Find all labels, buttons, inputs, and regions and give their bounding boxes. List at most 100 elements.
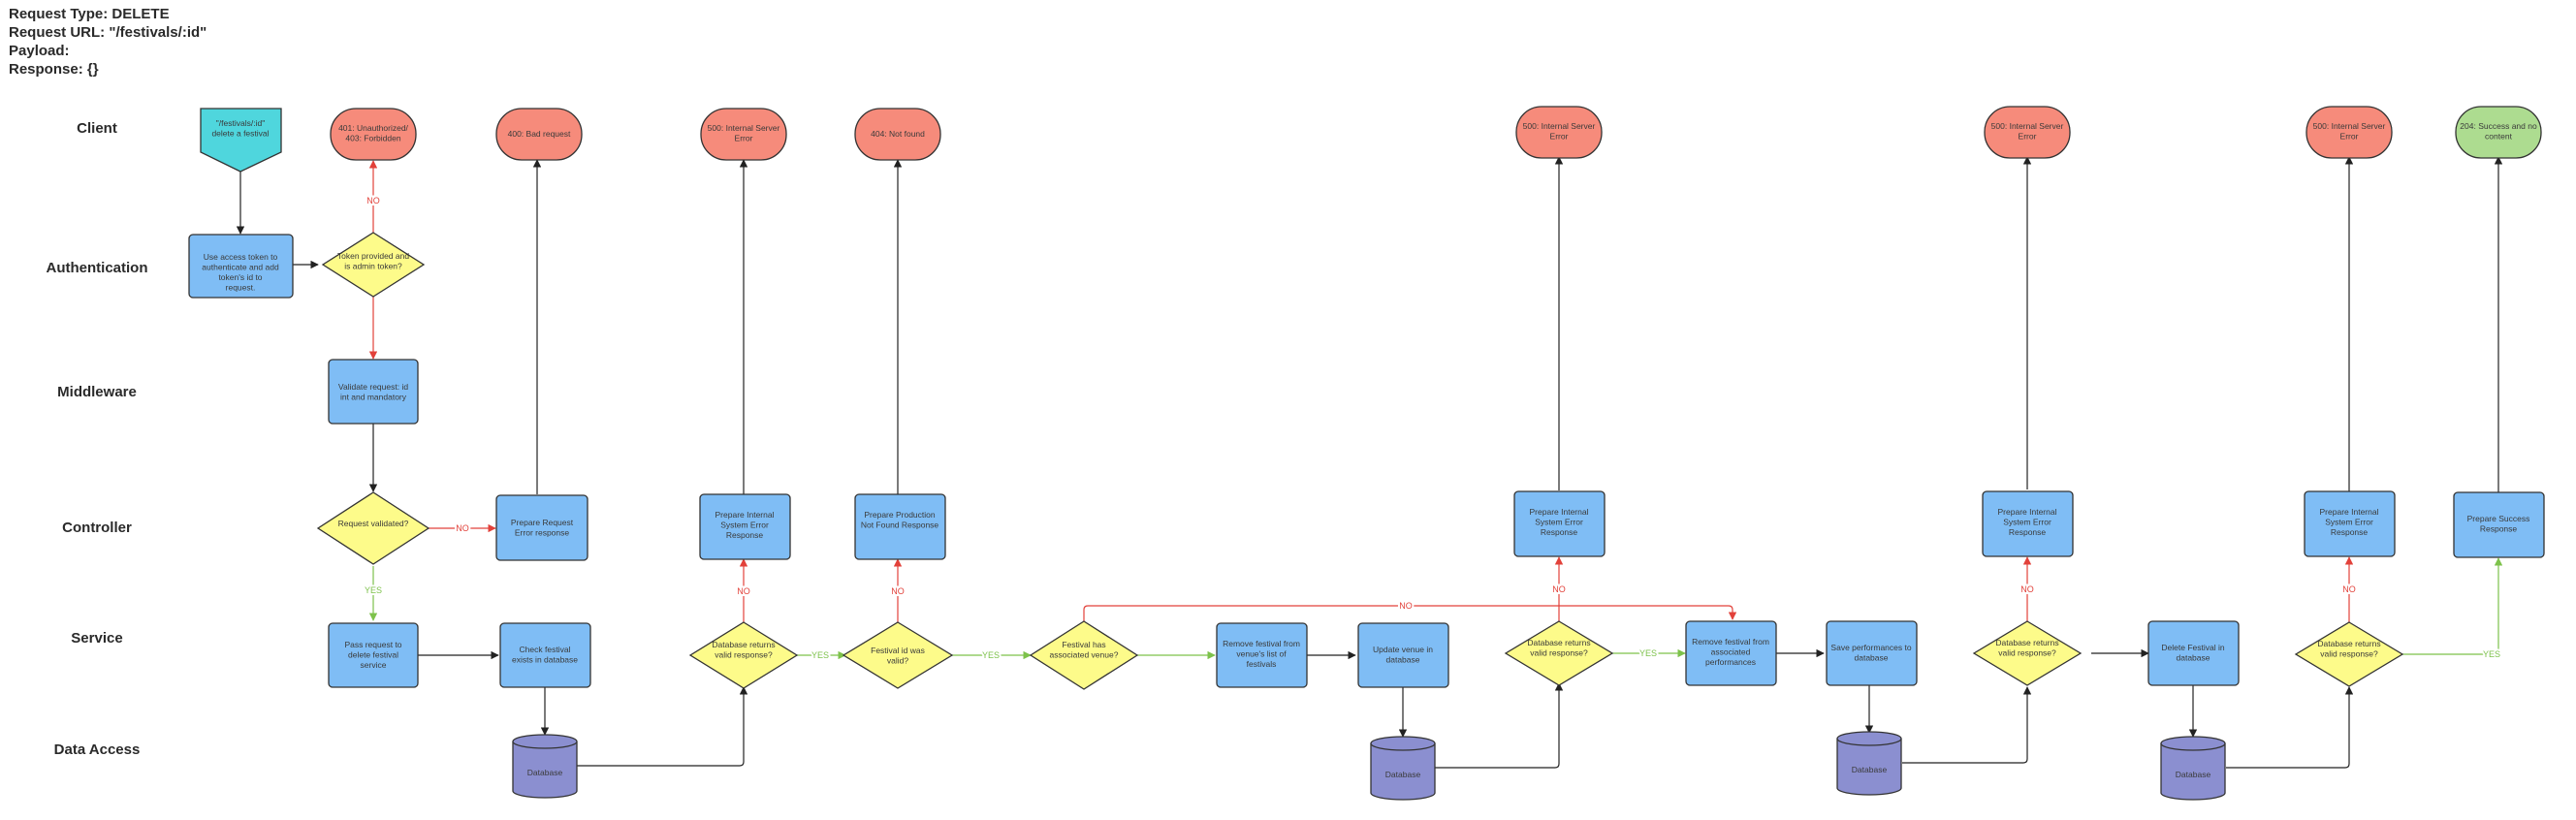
database-node-4: Database xyxy=(2160,736,2226,801)
error-401-node: 401: Unauthorized/403: Forbidden xyxy=(330,108,417,161)
lane-middleware: Middleware xyxy=(57,384,137,400)
edge-yes xyxy=(2402,557,2503,655)
response: Response: {} xyxy=(9,61,99,78)
error-404-text: 404: Not found xyxy=(871,129,925,139)
label-yes: YES xyxy=(2483,649,2500,659)
label-yes: YES xyxy=(365,585,382,595)
database-text-2: Database xyxy=(1385,770,1421,779)
lane-client: Client xyxy=(77,120,117,137)
label-no: NO xyxy=(891,586,905,596)
lane-service: Service xyxy=(71,630,123,647)
database-node-1: Database xyxy=(512,734,578,799)
database-node-3: Database xyxy=(1836,731,1902,796)
error-400-node: 400: Bad request xyxy=(495,108,583,161)
label-yes: YES xyxy=(811,650,829,660)
edge-no xyxy=(1083,605,1737,621)
database-node-2: Database xyxy=(1370,736,1436,801)
error-404-node: 404: Not found xyxy=(854,108,941,161)
connectors xyxy=(236,156,2503,769)
label-no: NO xyxy=(456,523,469,533)
lane-authentication: Authentication xyxy=(46,260,148,276)
label-no: NO xyxy=(366,196,380,205)
start-node-text: "/festivals/:id"delete a festival xyxy=(211,118,269,139)
label-yes: YES xyxy=(1639,648,1657,658)
nodes: "/festivals/:id"delete a festival 401: U… xyxy=(188,106,2545,801)
start-node: "/festivals/:id"delete a festival xyxy=(200,108,282,173)
lane-controller: Controller xyxy=(62,520,132,536)
label-no: NO xyxy=(2020,584,2034,594)
database-text-4: Database xyxy=(2176,770,2211,779)
database-text-3: Database xyxy=(1852,765,1888,774)
label-no: NO xyxy=(2342,584,2356,594)
edge xyxy=(1435,682,1564,769)
payload: Payload: xyxy=(9,43,70,59)
error-400-text: 400: Bad request xyxy=(508,129,571,139)
branch-labels: NO NO YES NO YES NO YES NO NO YES NO NO … xyxy=(363,194,2502,662)
label-no: NO xyxy=(1552,584,1566,594)
edge xyxy=(1902,686,2032,764)
request-url: Request URL: "/festivals/:id" xyxy=(9,24,207,41)
lane-data-access: Data Access xyxy=(53,741,141,758)
request-validated-text: Request validated? xyxy=(338,519,409,528)
label-no: NO xyxy=(737,586,750,596)
database-text-1: Database xyxy=(527,768,563,777)
label-yes: YES xyxy=(982,650,1000,660)
request-validated-decision: Request validated? xyxy=(316,491,430,565)
edge xyxy=(577,686,748,767)
request-type: Request Type: DELETE xyxy=(9,6,170,22)
